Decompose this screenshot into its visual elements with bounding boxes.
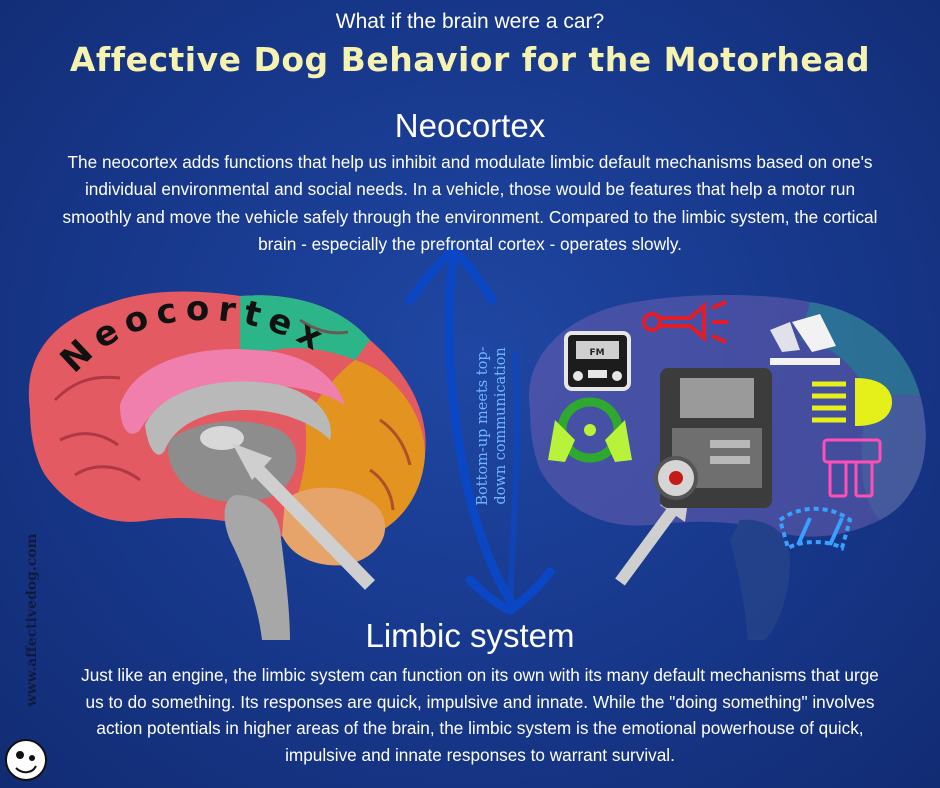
windshield-wiper-icon <box>777 506 853 551</box>
engine-image <box>654 368 772 508</box>
limbic-heading: Limbic system <box>365 617 575 654</box>
subtitle: What if the brain were a car? <box>335 10 605 33</box>
bidirectional-arrow <box>405 243 555 616</box>
left-brain <box>28 291 426 640</box>
steering-wheel-icon <box>548 397 632 463</box>
pedal-icon <box>770 314 840 365</box>
radio-fm-label: FM <box>589 348 604 358</box>
headlight-icon <box>812 378 892 426</box>
logo-icon <box>5 739 47 781</box>
communication-label: Bottom-up meets top-down communication <box>475 346 509 506</box>
neocortex-description: The neocortex adds functions that help u… <box>62 152 878 255</box>
fuse-icon <box>822 438 882 498</box>
page-title: Affective Dog Behavior for the Motorhead <box>69 40 871 79</box>
website-link[interactable]: www.affectivedog.com <box>24 533 40 707</box>
limbic-description: Just like an engine, the limbic system c… <box>81 665 879 765</box>
radio-icon: FM <box>564 331 631 391</box>
horn-icon <box>642 300 728 344</box>
neocortex-heading: Neocortex <box>394 107 546 144</box>
